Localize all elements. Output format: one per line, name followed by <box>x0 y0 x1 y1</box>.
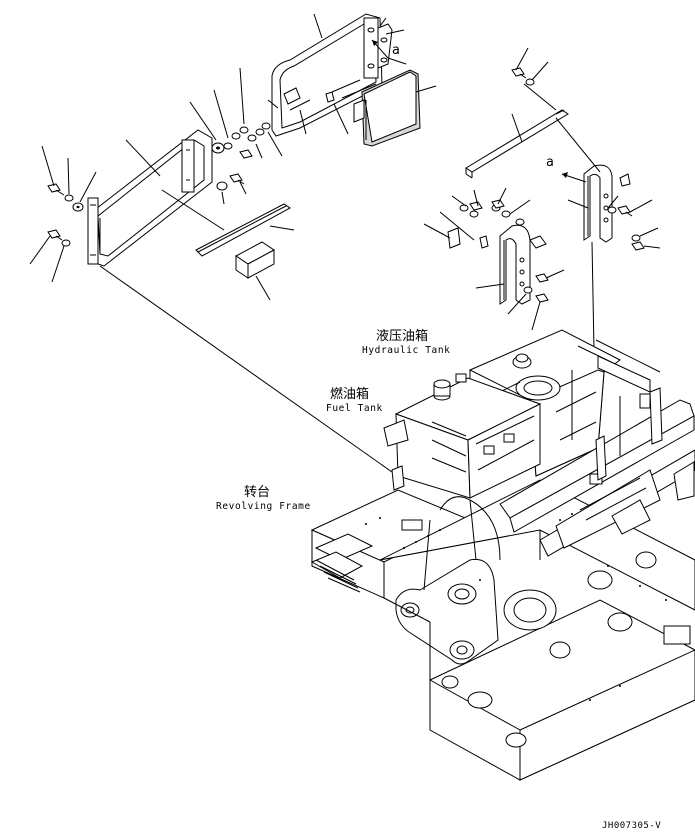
reference-arrow-a-right: a <box>546 155 587 183</box>
top-cover-small-plate <box>353 99 365 123</box>
hydraulic-tank-label-cn: 液压油箱 <box>376 328 428 344</box>
right-upper-bracket <box>583 164 631 243</box>
right-long-stay <box>465 109 569 179</box>
fuel-tank <box>383 373 542 499</box>
drawing-code: JH007305-V <box>602 821 661 831</box>
right-lower-bracket <box>447 224 547 305</box>
hydraulic-tank-label: 液压油箱 Hydraulic Tank <box>362 328 450 356</box>
revolving-frame <box>310 370 695 781</box>
top-cover-panel <box>271 13 383 137</box>
top-leader-lines <box>267 13 437 135</box>
top-cover-bracket <box>325 23 393 103</box>
top-cover-plate <box>361 69 421 147</box>
right-top-bolt <box>511 47 549 86</box>
reference-arrow-a-top: a <box>371 39 400 59</box>
left-side-cover-panel <box>87 129 213 267</box>
assembly-leader-lines <box>99 83 601 473</box>
ref-a-label-top: a <box>392 43 400 58</box>
left-foam-block <box>235 241 275 279</box>
left-leader-lines <box>29 67 295 301</box>
hydraulic-tank-label-en: Hydraulic Tank <box>362 345 450 356</box>
right-upper-bracket-bolts <box>567 195 661 251</box>
revolving-frame-label-cn: 转台 <box>244 485 270 500</box>
fuel-tank-label-en: Fuel Tank <box>326 403 383 414</box>
fuel-tank-label-cn: 燃油箱 <box>330 386 369 402</box>
hydraulic-tank <box>468 329 661 477</box>
left-rubber-strip <box>195 203 291 257</box>
revolving-frame-label: 转台 Revolving Frame <box>216 485 311 512</box>
left-bolts-and-washers <box>47 122 271 247</box>
fuel-tank-label: 燃油箱 Fuel Tank <box>326 386 383 414</box>
right-lower-bracket-bolts <box>423 187 565 331</box>
ref-a-label-right: a <box>546 155 554 170</box>
revolving-frame-label-en: Revolving Frame <box>216 501 311 512</box>
